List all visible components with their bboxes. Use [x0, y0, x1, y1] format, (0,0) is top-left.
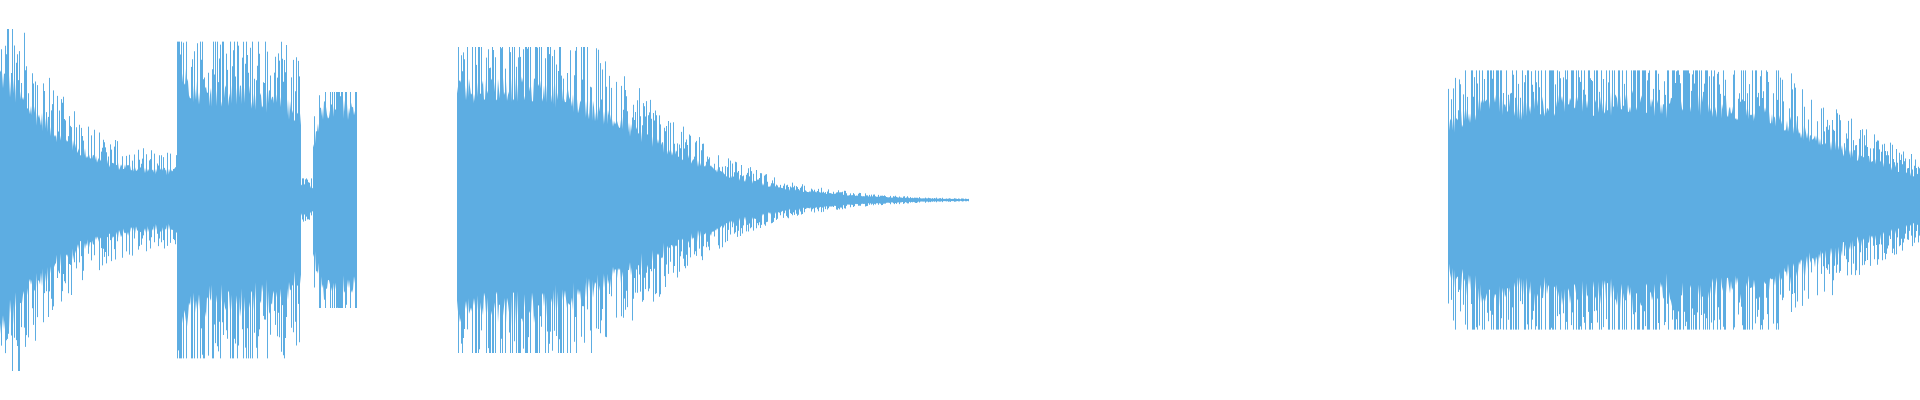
waveform-segment-3 — [301, 178, 313, 222]
waveform-segment-1 — [0, 29, 178, 371]
waveform-transients — [177, 41, 300, 359]
waveform-transients — [314, 92, 357, 308]
waveform-transients — [458, 47, 969, 353]
waveform-transients — [302, 178, 312, 222]
waveform-transients — [1, 29, 178, 371]
waveform-segment-6 — [1448, 70, 1920, 330]
waveform-transients — [1448, 70, 1920, 330]
waveform-segment-4 — [313, 92, 357, 308]
waveform-segment-2 — [177, 41, 301, 359]
waveform-segment-5 — [457, 47, 969, 353]
waveform-group — [0, 29, 1920, 371]
